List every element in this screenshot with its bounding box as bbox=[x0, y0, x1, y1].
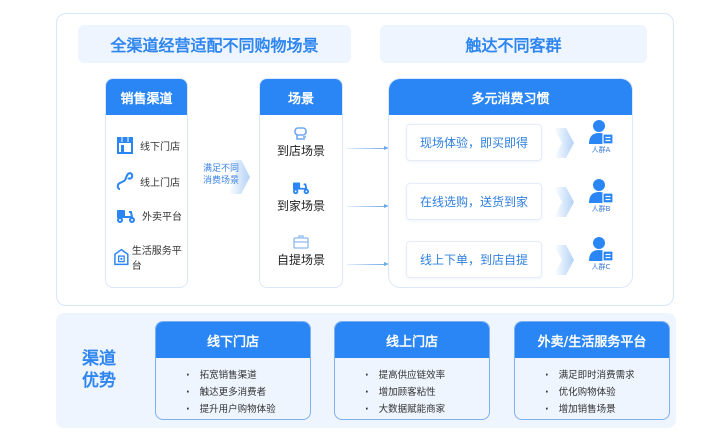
customer-group: 人群B bbox=[586, 178, 616, 214]
connector-line bbox=[347, 204, 389, 208]
scenes-card: 场景 到店场景 到家场景 自提场景 bbox=[259, 78, 343, 288]
advantage-card-online: 线上门店 提高供应链效率 增加顾客粘性 大数据赋能商家 bbox=[334, 321, 490, 420]
advantage-card-title: 线下门店 bbox=[156, 322, 310, 358]
connector-line bbox=[347, 262, 389, 266]
habit-box: 在线选购，送货到家 bbox=[406, 183, 542, 220]
channel-item: 线下门店 bbox=[116, 136, 180, 154]
arrow-chevron-icon bbox=[554, 245, 574, 275]
person-icon bbox=[589, 237, 614, 262]
group-label: 人群C bbox=[591, 263, 611, 271]
channel-item: 外卖平台 bbox=[116, 206, 182, 224]
banner-omnichannel: 全渠道经营适配不同购物场景 bbox=[78, 25, 351, 63]
channel-label: 线下门店 bbox=[140, 141, 180, 153]
person-icon bbox=[589, 120, 614, 145]
channel-item: 生活服务平台 bbox=[114, 242, 187, 272]
scene-item: 到店场景 bbox=[260, 127, 342, 159]
advantage-card-title: 线上门店 bbox=[335, 322, 489, 358]
habits-card: 多元消费习惯 现场体验，即买即得 人群A 在线选购，送货到家 人群B 线上下单，… bbox=[388, 78, 633, 288]
scene-item: 到家场景 bbox=[260, 179, 342, 214]
arrow-chevron-icon bbox=[228, 160, 250, 194]
habit-box: 现场体验，即买即得 bbox=[406, 124, 542, 161]
scooter-icon bbox=[117, 210, 135, 223]
scenes-title: 场景 bbox=[260, 79, 342, 115]
advantage-point: 满足即时消费需求 bbox=[545, 367, 669, 384]
habits-title: 多元消费习惯 bbox=[389, 79, 632, 115]
advantage-card-platform: 外卖/生活服务平台 满足即时消费需求 优化购物体验 增加销售场景 bbox=[514, 321, 670, 420]
channel-item: 线上门店 bbox=[116, 172, 180, 190]
scene-item: 自提场景 bbox=[260, 235, 342, 268]
store-visit-icon bbox=[294, 127, 307, 140]
customer-group: 人群C bbox=[586, 236, 616, 272]
channel-label: 线上门店 bbox=[140, 177, 180, 189]
house-icon bbox=[114, 248, 129, 266]
arrow-chevron-icon bbox=[554, 128, 574, 158]
channel-label: 生活服务平台 bbox=[131, 246, 182, 272]
connector-label-line2: 消费场景 bbox=[203, 176, 240, 186]
scooter-icon bbox=[293, 182, 309, 195]
banner-reach-customers: 触达不同客群 bbox=[380, 25, 647, 63]
advantage-point: 触达更多消费者 bbox=[186, 384, 310, 401]
group-label: 人群B bbox=[591, 205, 611, 213]
scene-label: 到店场景 bbox=[276, 144, 325, 158]
advantages-title-line2: 优势 bbox=[82, 371, 116, 391]
customer-group: 人群A bbox=[586, 119, 616, 155]
bag-icon bbox=[293, 235, 309, 249]
scene-label: 自提场景 bbox=[276, 253, 325, 267]
advantage-point: 优化购物体验 bbox=[545, 384, 669, 401]
advantage-point: 大数据赋能商家 bbox=[365, 401, 489, 418]
link-icon bbox=[116, 172, 134, 190]
group-label: 人群A bbox=[591, 146, 611, 154]
scene-label: 到家场景 bbox=[276, 199, 325, 213]
advantages-title-line1: 渠道 bbox=[82, 349, 116, 369]
advantage-point: 增加销售场景 bbox=[545, 401, 669, 418]
advantage-card-offline: 线下门店 拓宽销售渠道 触达更多消费者 提升用户购物体验 bbox=[155, 321, 311, 420]
advantage-points: 满足即时消费需求 优化购物体验 增加销售场景 bbox=[515, 358, 669, 418]
advantages-panel: 渠道 优势 线下门店 拓宽销售渠道 触达更多消费者 提升用户购物体验 线上门店 … bbox=[56, 313, 676, 428]
connector-line bbox=[347, 146, 389, 150]
storefront-icon bbox=[117, 137, 133, 154]
advantage-point: 提高供应链效率 bbox=[365, 367, 489, 384]
channel-label: 外卖平台 bbox=[142, 211, 182, 223]
advantages-title: 渠道 优势 bbox=[82, 348, 116, 392]
advantage-point: 提升用户购物体验 bbox=[186, 401, 310, 418]
connector-label: 满足不同 消费场景 bbox=[203, 163, 239, 187]
connector-label-line1: 满足不同 bbox=[203, 164, 240, 174]
advantage-points: 拓宽销售渠道 触达更多消费者 提升用户购物体验 bbox=[156, 358, 310, 418]
arrow-chevron-icon bbox=[554, 187, 574, 217]
advantage-card-title: 外卖/生活服务平台 bbox=[515, 322, 669, 358]
advantage-points: 提高供应链效率 增加顾客粘性 大数据赋能商家 bbox=[335, 358, 489, 418]
sales-channels-card: 销售渠道 线下门店 线上门店 外卖平台 生活服务平台 bbox=[105, 78, 188, 288]
advantage-point: 拓宽销售渠道 bbox=[186, 367, 310, 384]
advantage-point: 增加顾客粘性 bbox=[365, 384, 489, 401]
sales-channels-title: 销售渠道 bbox=[106, 79, 187, 115]
habit-box: 线上下单，到店自提 bbox=[406, 241, 542, 278]
person-icon bbox=[589, 179, 614, 204]
